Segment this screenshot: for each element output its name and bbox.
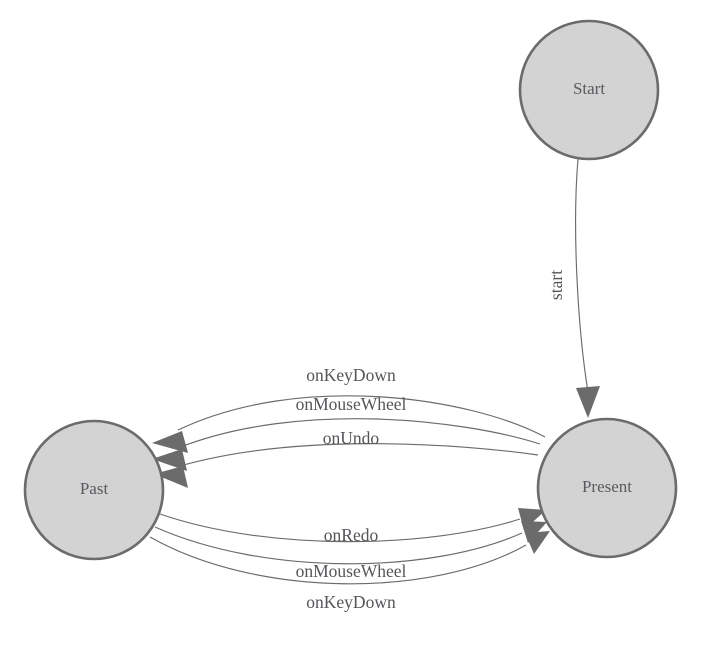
edge-past-to-present-3: onKeyDown [149,531,550,612]
edge-past-to-present-1-path [159,513,521,543]
edge-present-to-past-1-arrowhead [152,431,188,453]
edge-present-to-past-1-label: onKeyDown [306,365,396,385]
edge-past-to-present-3-arrowhead [525,531,550,554]
node-past-label: Past [80,479,109,498]
node-start[interactable]: Start [518,19,660,161]
edge-past-to-present-1: onRedo [159,508,546,545]
edge-present-to-past-3-path [179,443,539,467]
edge-present-to-past-2-arrowhead [152,449,187,471]
edge-present-to-past-2-path [177,418,541,449]
node-present[interactable]: Present [536,417,678,559]
edge-present-to-past-2-label: onMouseWheel [296,394,407,414]
edge-present-to-past-1-path [177,395,546,438]
edge-past-to-present-2-label: onMouseWheel [296,561,407,581]
node-past-circle[interactable] [23,419,165,561]
node-start-circle[interactable] [518,19,660,161]
node-start-label: Start [573,79,605,98]
edge-past-to-present-1-label: onRedo [324,525,379,545]
edge-past-to-present-2-path [154,526,523,565]
edge-present-to-past-3: onUndo [154,428,539,488]
edge-start-to-present-arrowhead [576,386,600,418]
edge-start-to-present-path [575,158,589,393]
node-past[interactable]: Past [23,419,165,561]
edge-past-to-present-3-path [149,536,527,585]
edge-present-to-past-2: onMouseWheel [152,394,541,471]
edge-past-to-present-3-label: onKeyDown [306,592,396,612]
node-present-circle[interactable] [536,417,678,559]
edge-present-to-past-3-arrowhead [154,466,188,488]
node-present-label: Present [582,477,632,496]
edge-present-to-past-3-label: onUndo [323,428,380,448]
edge-start-to-present-label: start [546,270,566,300]
edge-start-to-present: start [546,158,600,418]
